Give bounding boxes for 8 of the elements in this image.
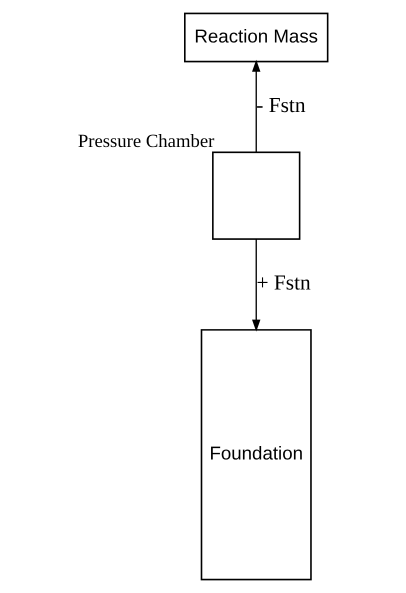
arrow (252, 239, 260, 332)
arrow (252, 60, 260, 152)
node-label: Pressure Chamber (77, 131, 214, 152)
edge-label: + Fstn (256, 270, 310, 295)
node-box: Foundation (200, 329, 312, 580)
node-box (212, 152, 300, 240)
edge-label: - Fstn (256, 92, 306, 117)
node-box: Reaction Mass (184, 12, 328, 62)
